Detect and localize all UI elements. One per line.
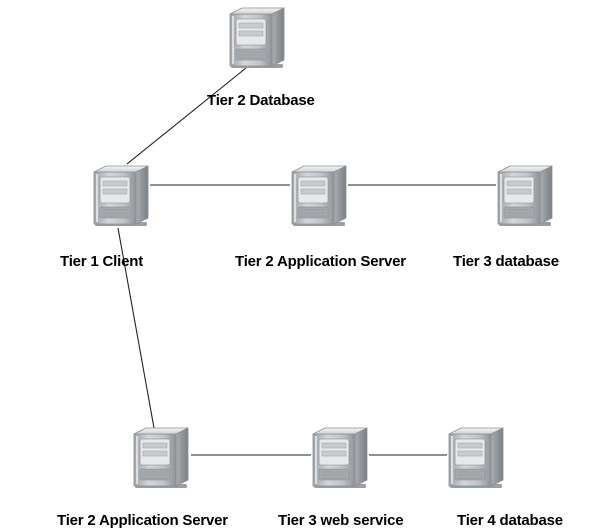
server-icon	[291, 165, 347, 226]
server-icon	[229, 7, 285, 68]
nodes-layer	[93, 7, 553, 488]
node-tier2-database-top	[229, 7, 285, 68]
label-tier2-database-top: Tier 2 Database	[207, 92, 315, 109]
label-tier3-web-service: Tier 3 web service	[278, 512, 404, 529]
server-icon	[93, 165, 149, 226]
node-tier4-database	[448, 427, 504, 488]
server-icon	[133, 427, 189, 488]
label-tier1-client: Tier 1 Client	[60, 253, 143, 270]
edges-layer	[117, 67, 496, 456]
server-icon	[448, 427, 504, 488]
node-tier3-database	[497, 165, 553, 226]
label-tier2-app-server-bottom: Tier 2 Application Server	[57, 512, 228, 529]
node-tier3-web-service	[312, 427, 368, 488]
edge-tier1-client-to-tier2-database-top	[126, 67, 247, 165]
node-tier2-app-server-mid	[291, 165, 347, 226]
label-tier3-database: Tier 3 database	[453, 253, 559, 270]
server-icon	[312, 427, 368, 488]
label-tier4-database: Tier 4 database	[457, 512, 563, 529]
node-tier2-app-server-bottom	[133, 427, 189, 488]
edge-tier1-client-to-tier2-app-server-bottom	[117, 227, 155, 429]
label-tier2-app-server-mid: Tier 2 Application Server	[235, 253, 406, 270]
node-tier1-client	[93, 165, 149, 226]
server-icon	[497, 165, 553, 226]
